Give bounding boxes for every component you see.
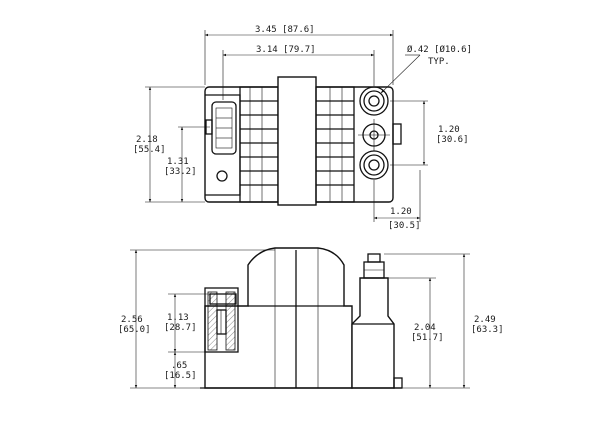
dim-connector-height: 1.13 [167, 313, 189, 323]
dim-pitch: 1.20 [438, 125, 460, 135]
dim-offset-mm: [30.5] [388, 221, 421, 231]
side-view: 2.56 [65.0] 1.13 [28.7] .65 [16.5] 2.04 … [118, 247, 504, 389]
dim-overall-width: 3.45 [87.6] [255, 25, 315, 35]
side-connector [204, 287, 239, 353]
dim-height-a: 2.18 [136, 135, 158, 145]
cooling-fins-right [315, 86, 355, 203]
dim-pitch-mm: [30.6] [436, 135, 469, 145]
dim-connector-height-mm: [28.7] [164, 323, 197, 333]
dim-total-height: 2.56 [121, 315, 143, 325]
dim-hole-diameter: Ø.42 [Ø10.6] [407, 44, 472, 55]
dim-base: .65 [171, 361, 187, 371]
dim-tower-height-mm: [51.7] [411, 333, 444, 343]
side-terminal-tower [351, 253, 403, 389]
mount-hole [216, 170, 228, 182]
dim-tower-height: 2.04 [414, 323, 436, 333]
dim-height-a-mm: [55.4] [133, 145, 166, 155]
dim-hole-note: TYP. [428, 57, 450, 67]
center-spine [277, 76, 317, 206]
dim-terminal-height: 2.49 [474, 315, 496, 325]
dim-height-b-mm: [33.2] [164, 167, 197, 177]
dim-inner-width: 3.14 [79.7] [256, 45, 316, 55]
dim-height-b: 1.31 [167, 157, 189, 167]
terminal-towers-top [358, 86, 390, 180]
top-view: 3.45 [87.6] 3.14 [79.7] Ø.42 [Ø10.6] TYP… [133, 25, 472, 231]
dim-total-height-mm: [65.0] [118, 325, 151, 335]
dim-offset: 1.20 [390, 207, 412, 217]
dim-terminal-height-mm: [63.3] [471, 325, 504, 335]
dim-base-mm: [16.5] [164, 371, 197, 381]
